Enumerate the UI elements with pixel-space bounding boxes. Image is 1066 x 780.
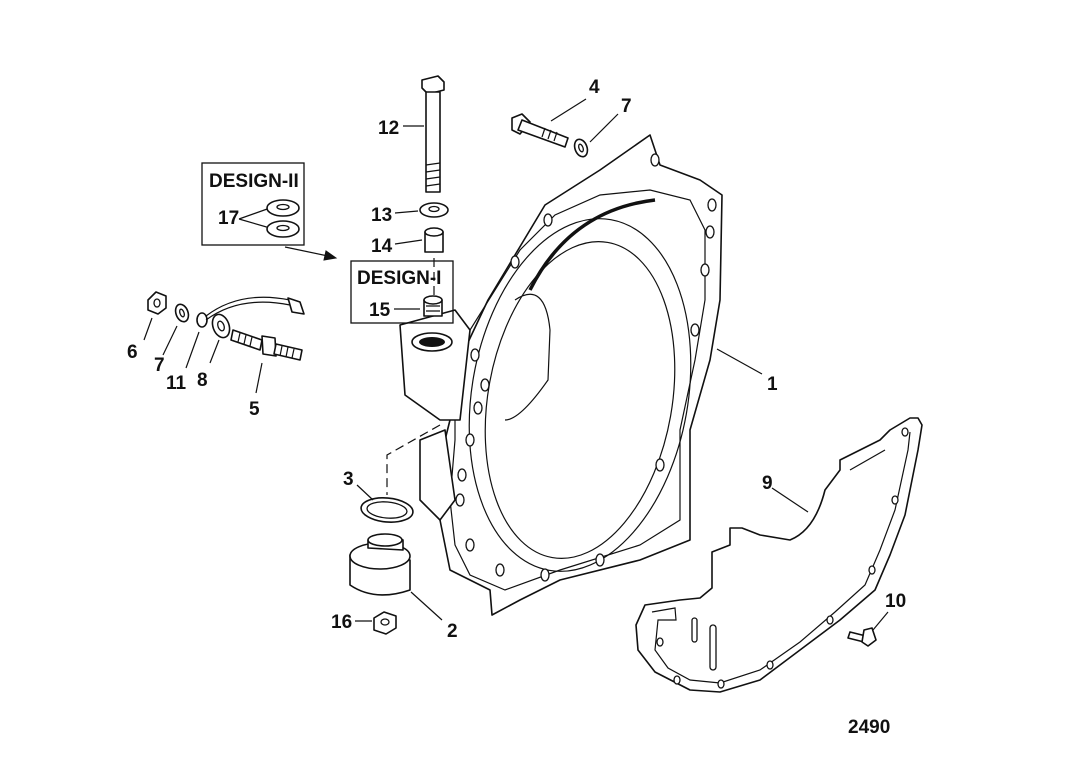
callout-1: 1 [767,374,778,395]
design-i-box: DESIGN-I 15 [350,260,454,324]
callout-2: 2 [447,621,458,642]
stud-nut[interactable] [147,291,167,315]
seal-ring[interactable] [360,496,414,524]
lock-washer-left[interactable] [173,302,190,323]
inspection-cover-plate[interactable] [635,417,923,693]
design-ii-arrow [284,246,338,261]
mount-nut[interactable] [373,611,397,635]
flange-bolt-holes [455,153,717,582]
callout-17: 17 [218,208,239,229]
callout-7-left: 7 [154,355,165,376]
callout-9: 9 [762,473,773,494]
callout-4: 4 [589,77,600,98]
ground-wire[interactable] [196,296,305,328]
design-i-title: DESIGN-I [357,268,441,289]
assembly-lines [386,258,441,495]
threaded-insert[interactable] [423,295,443,317]
callout-16: 16 [331,612,352,633]
figure-number: 2490 [848,717,890,738]
design-ii-washers[interactable] [266,199,300,238]
design-ii-box: DESIGN-II 17 [201,162,305,246]
lock-washer-top[interactable] [572,137,589,158]
callout-3: 3 [343,469,354,490]
spacer[interactable] [424,227,444,253]
flat-washer-left[interactable] [209,312,232,340]
callout-15: 15 [369,300,391,321]
callout-8: 8 [197,370,208,391]
callout-11: 11 [166,373,187,394]
housing-bolt[interactable] [511,113,569,148]
callout-7-top: 7 [621,96,632,117]
callout-13: 13 [371,205,392,226]
mount-bushing[interactable] [349,533,411,596]
callout-12: 12 [378,118,399,139]
washer[interactable] [419,202,449,218]
callout-10: 10 [885,591,906,612]
ground-stud[interactable] [230,329,303,361]
cover-screw[interactable] [847,627,877,647]
callout-14: 14 [371,236,393,257]
design-ii-title: DESIGN-II [209,171,299,192]
flywheel-housing[interactable] [399,134,723,616]
callout-6: 6 [127,342,138,363]
leader-lines [143,98,889,631]
callout-5: 5 [249,399,260,420]
long-bolt[interactable] [421,75,445,193]
